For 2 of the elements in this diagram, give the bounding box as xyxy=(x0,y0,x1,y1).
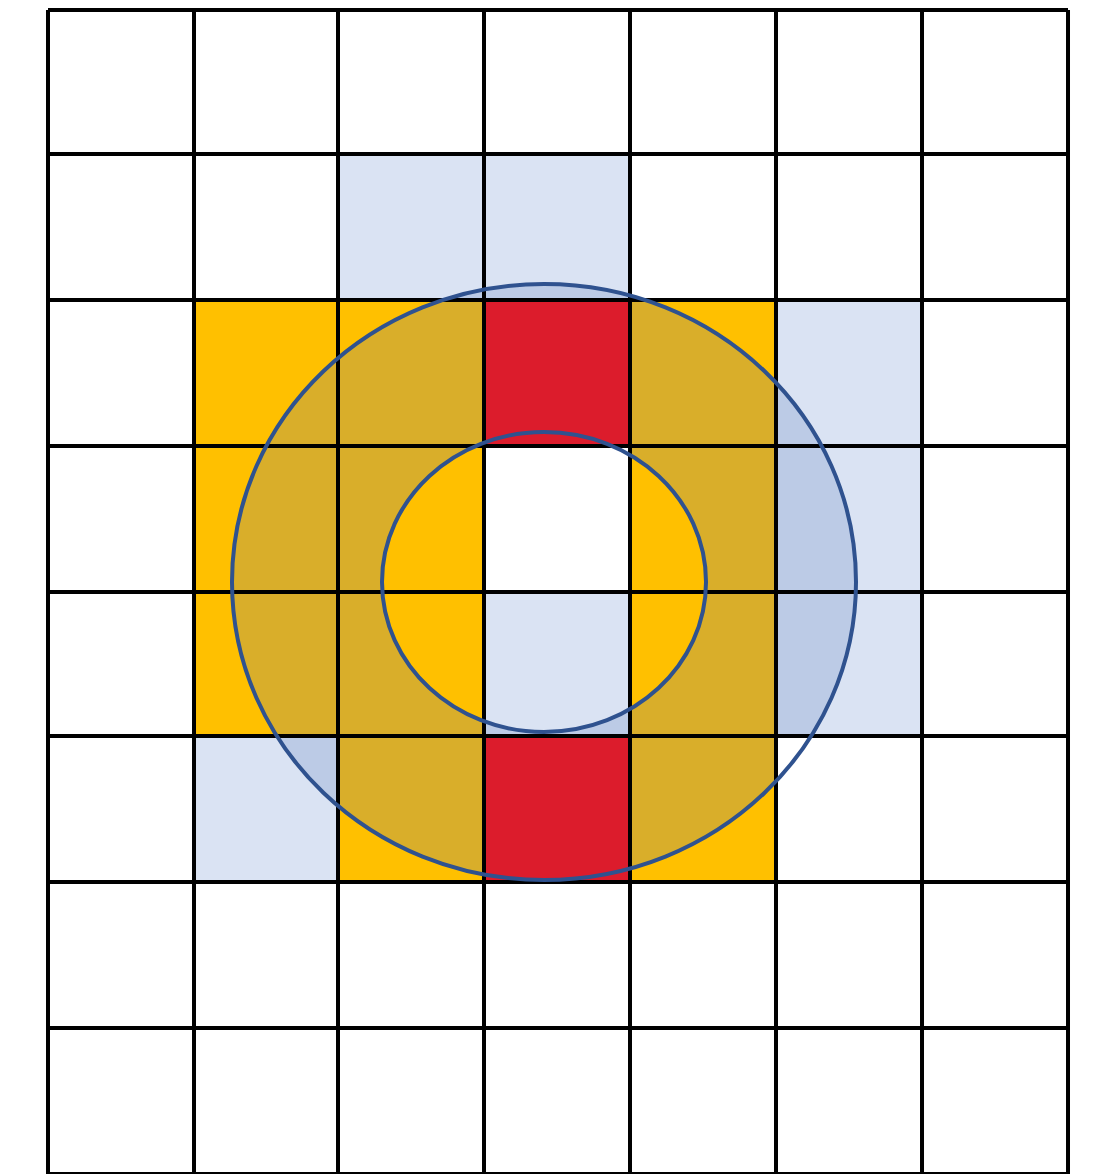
circle-outline xyxy=(230,282,858,882)
circle-outline xyxy=(380,430,708,734)
